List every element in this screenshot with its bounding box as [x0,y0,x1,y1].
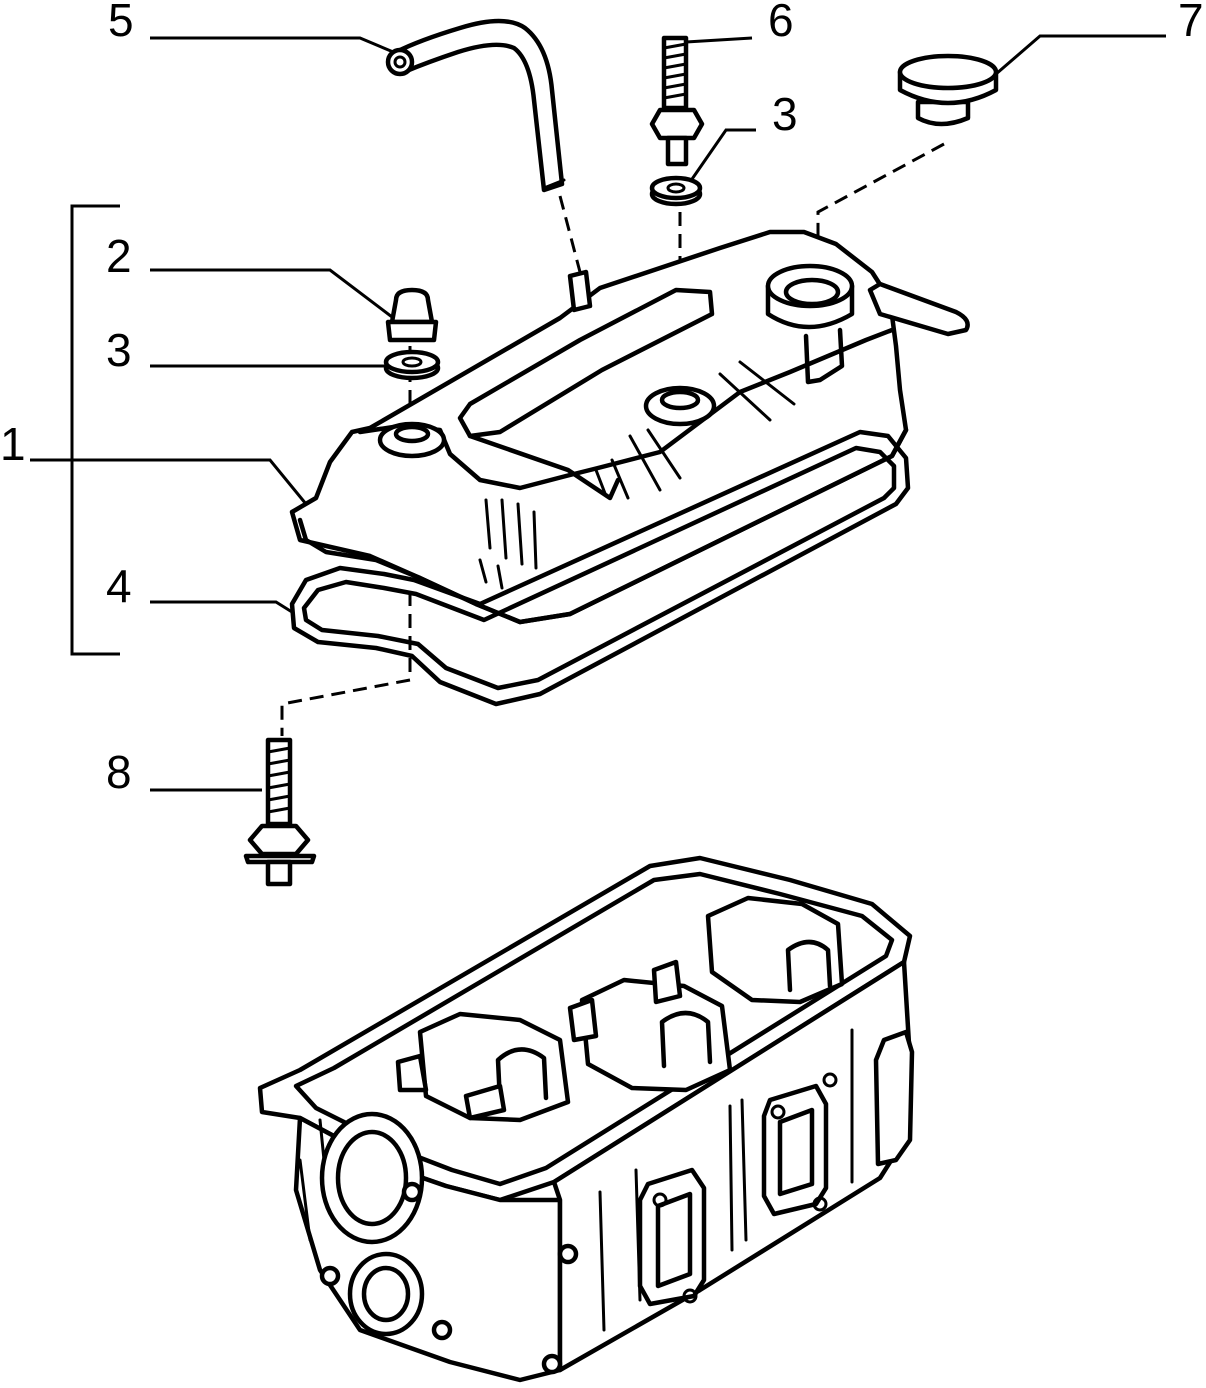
leader-line-7 [995,34,1166,76]
leader-line-6 [685,36,753,44]
leader-line-5 [150,36,399,56]
callout-label-7: 7 [1178,0,1204,46]
callout-label-6: 6 [768,0,794,46]
leader-line-4 [150,600,293,614]
callout-label-3-upper: 3 [772,88,798,140]
callout-label-3-left: 3 [106,324,132,376]
leader-lines [30,34,1166,792]
oil-filler-cap [897,53,999,127]
washer-upper [649,175,703,207]
leader-line-3-upper [688,128,756,183]
callout-label-4: 4 [106,560,132,612]
stud-bolt [649,35,705,167]
group-bracket-1 [70,204,120,656]
cylinder-head-cover [289,229,970,625]
cylinder-head [257,855,915,1383]
callout-label-5: 5 [108,0,134,46]
breather-hose [385,18,566,193]
callout-label-8: 8 [106,746,132,798]
axis-hose [558,195,582,273]
cap-nut [385,287,439,343]
flange-bolt [243,737,317,887]
leader-line-2 [150,268,397,322]
washer-left [383,349,441,381]
callout-label-2: 2 [106,230,132,282]
cover-gasket [289,429,911,707]
callout-label-1: 1 [0,418,26,470]
axis-bolt [280,592,412,736]
leader-line-1 [30,458,308,505]
